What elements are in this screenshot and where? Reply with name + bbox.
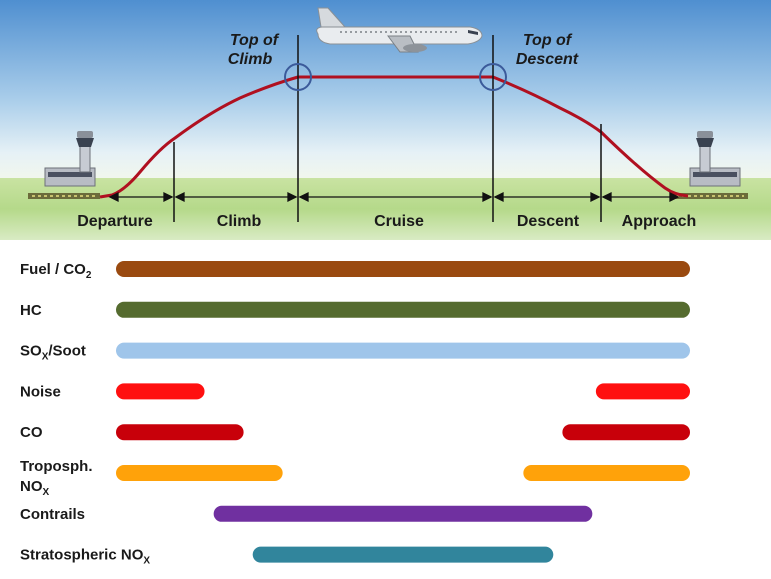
phase-label-departure: Departure (77, 213, 153, 230)
top-of-descent-label-line1: Top of (523, 32, 573, 49)
emission-label-co: CO (20, 424, 43, 441)
airplane-icon (316, 7, 483, 53)
emission-label-fuel-co2: Fuel / CO2 (20, 261, 92, 281)
emission-label-noise: Noise (20, 383, 61, 400)
emission-label-sox-soot: SOX/Soot (20, 343, 86, 363)
phase-label-cruise: Cruise (374, 213, 424, 230)
top-of-climb-label-line1: Top of (230, 32, 280, 49)
top-of-climb-circle (284, 63, 312, 91)
emission-label-contrails: Contrails (20, 506, 85, 523)
ground-background (0, 178, 771, 240)
emission-label-stratospheric-nox: Stratospheric NOX (20, 547, 150, 567)
phase-arrows (108, 191, 680, 203)
top-of-descent-label-line2: Descent (516, 51, 579, 68)
emission-label-troposph-nox: Troposph. (20, 458, 93, 475)
phase-label-climb: Climb (217, 213, 262, 230)
emission-label-troposph-nox-line2: NOX (20, 478, 50, 498)
top-of-descent-circle (479, 63, 507, 91)
phase-label-approach: Approach (622, 213, 697, 230)
top-of-climb-label-line2: Climb (228, 51, 273, 68)
phase-label-descent: Descent (517, 213, 580, 230)
emission-label-hc: HC (20, 302, 42, 319)
left-airport-icon (28, 131, 100, 199)
right-airport-icon (672, 131, 748, 199)
